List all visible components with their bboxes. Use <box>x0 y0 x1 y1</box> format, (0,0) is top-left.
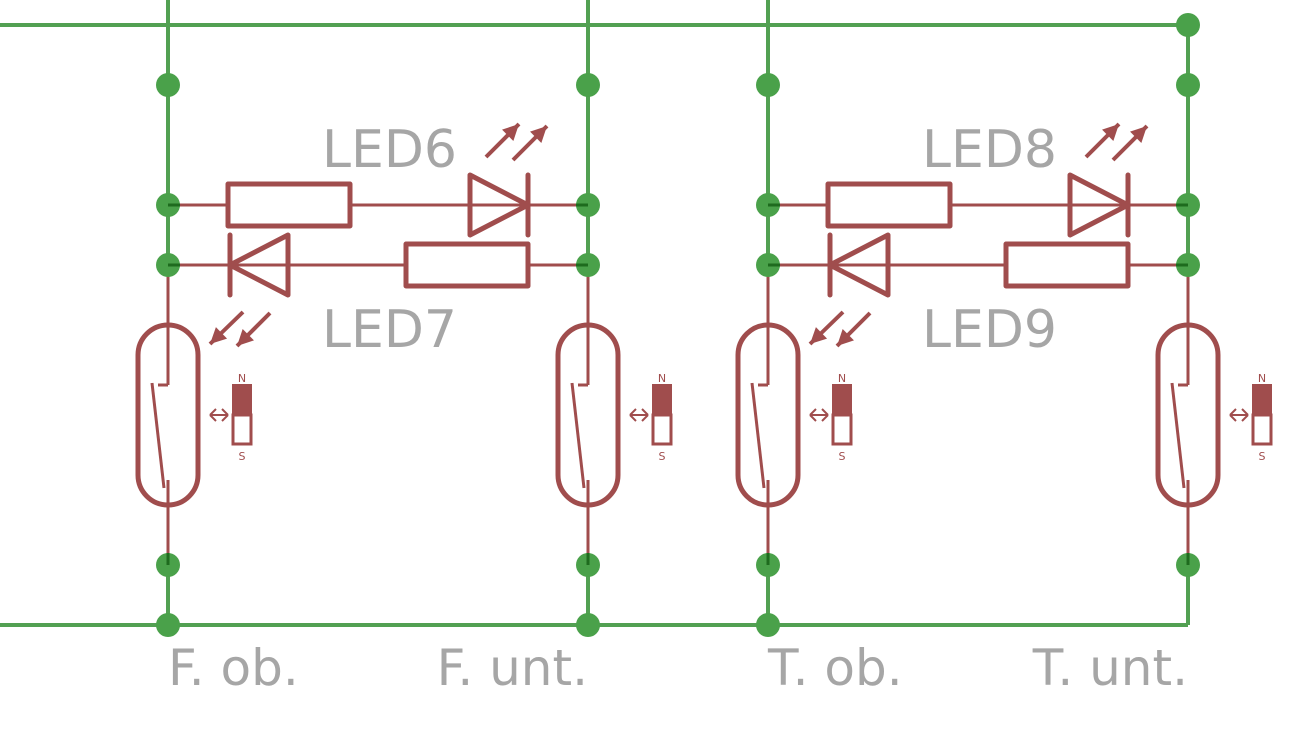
reed-glass-envelope <box>1155 322 1221 508</box>
led-top-emission-icon <box>484 122 549 162</box>
magnet-motion-arrow-icon <box>629 408 649 422</box>
reed-contact-blade <box>570 382 586 489</box>
magnet-north-label: N <box>1258 372 1266 385</box>
reed-contact-blade <box>150 382 166 489</box>
magnet-south-label: S <box>659 450 666 463</box>
magnet-north-pole-icon <box>1252 384 1272 416</box>
magnet-south-pole-icon <box>651 413 673 446</box>
magnet-north-pole-icon <box>232 384 252 416</box>
led-top-diode-icon[interactable] <box>1067 172 1131 238</box>
led-bottom-label: LED7 <box>322 300 457 360</box>
reed-glass-envelope <box>735 322 801 508</box>
led-bottom-emission-icon <box>208 310 272 348</box>
net-label-right: T. unt. <box>1032 639 1188 697</box>
magnet-north-pole-icon <box>652 384 672 416</box>
light-ray-arrowhead-icon <box>237 329 254 346</box>
reed-contact-blade <box>1170 382 1186 489</box>
net-label-left: T. ob. <box>767 639 903 697</box>
junction-dot[interactable] <box>756 613 780 637</box>
light-ray-arrowhead-icon <box>1130 126 1147 143</box>
magnet-motion-arrow-icon <box>809 408 829 422</box>
light-ray-arrowhead-icon <box>502 124 519 141</box>
led-top-emission-icon <box>1084 122 1149 162</box>
magnet-south-label: S <box>1259 450 1266 463</box>
reed-glass-envelope <box>135 322 201 508</box>
resistor-bottom[interactable] <box>403 241 531 289</box>
led-top-label: LED6 <box>322 120 457 180</box>
reed-switch-right[interactable]: NS <box>1155 265 1273 565</box>
reed-switch-left[interactable]: NS <box>735 265 853 565</box>
reed-contact-blade <box>750 382 766 489</box>
resistor-bottom[interactable] <box>1003 241 1131 289</box>
reed-switch-left[interactable]: NS <box>135 265 253 565</box>
resistor-top[interactable] <box>825 181 953 229</box>
led-top-label: LED8 <box>922 120 1057 180</box>
magnet-motion-arrow-icon <box>1229 408 1249 422</box>
junction-dot[interactable] <box>1176 13 1200 37</box>
led-bottom-label: LED9 <box>922 300 1057 360</box>
junction-dot[interactable] <box>576 73 600 97</box>
led-bottom-diode-icon[interactable] <box>227 232 291 298</box>
magnet-south-pole-icon <box>1251 413 1273 446</box>
light-ray-arrowhead-icon <box>210 327 228 344</box>
magnet-motion-arrow-icon <box>209 408 229 422</box>
magnet-north-label: N <box>838 372 846 385</box>
magnet-south-pole-icon <box>831 413 853 446</box>
reed-glass-envelope <box>555 322 621 508</box>
light-ray-arrowhead-icon <box>810 327 828 344</box>
resistor-top[interactable] <box>225 181 353 229</box>
led-top-diode-icon[interactable] <box>467 172 531 238</box>
reed-switch-right[interactable]: NS <box>555 265 673 565</box>
magnet-north-label: N <box>238 372 246 385</box>
junction-dot[interactable] <box>576 613 600 637</box>
junction-dot[interactable] <box>1176 73 1200 97</box>
light-ray-arrowhead-icon <box>1102 124 1119 141</box>
net-label-right: F. unt. <box>437 639 588 697</box>
junction-dot[interactable] <box>156 73 180 97</box>
magnet-north-pole-icon <box>832 384 852 416</box>
magnet-south-label: S <box>839 450 846 463</box>
magnet-north-label: N <box>658 372 666 385</box>
led-bottom-emission-icon <box>808 310 872 348</box>
net-label-left: F. ob. <box>168 639 299 697</box>
junction-dot[interactable] <box>756 73 780 97</box>
light-ray-arrowhead-icon <box>837 329 854 346</box>
led-bottom-diode-icon[interactable] <box>827 232 891 298</box>
light-ray-arrowhead-icon <box>530 126 547 143</box>
magnet-south-pole-icon <box>231 413 253 446</box>
junction-dot[interactable] <box>156 613 180 637</box>
magnet-south-label: S <box>239 450 246 463</box>
